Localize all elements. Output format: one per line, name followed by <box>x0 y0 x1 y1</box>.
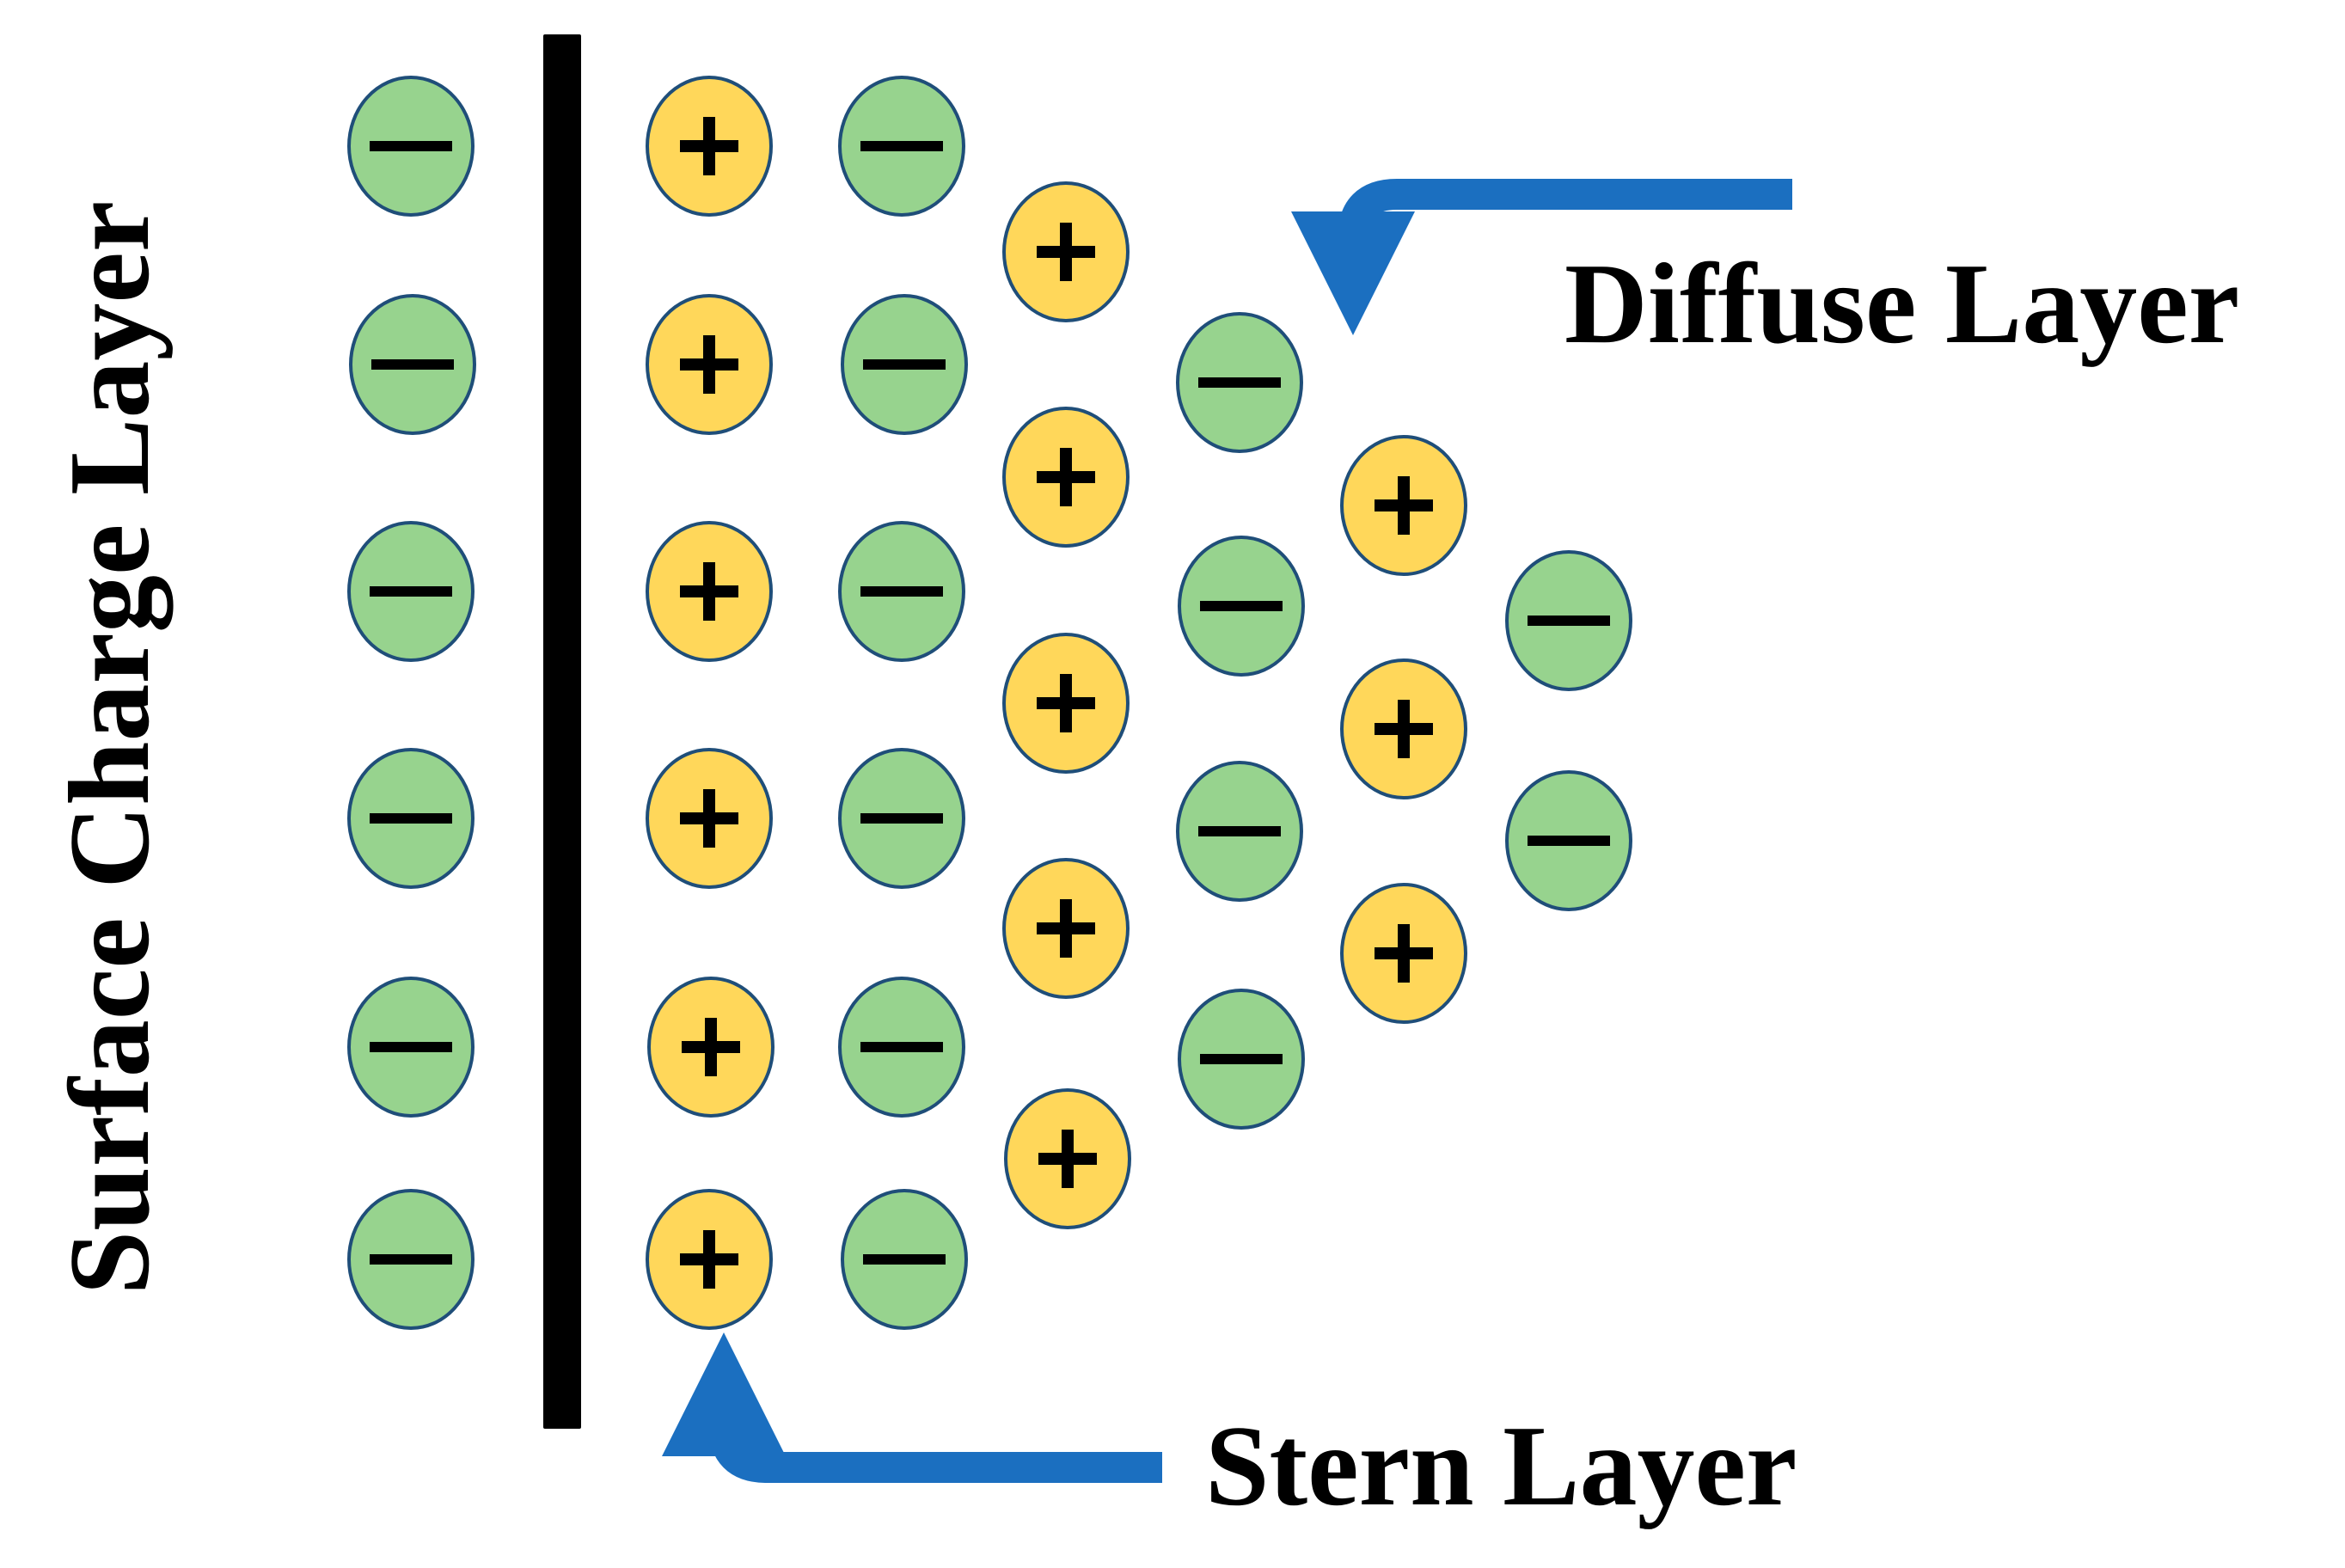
minus-sign-icon <box>1528 836 1610 846</box>
plus-sign-icon <box>1398 476 1410 535</box>
minus-sign-icon <box>370 1042 452 1052</box>
plus-sign-icon <box>1060 223 1072 281</box>
positive-ion <box>646 294 773 435</box>
negative-ion <box>838 748 965 889</box>
plus-sign-icon <box>1060 448 1072 506</box>
positive-ion <box>646 748 773 889</box>
stern-layer-arrow <box>662 1332 1162 1483</box>
negative-ion <box>1176 761 1303 902</box>
diffuse-layer-arrow <box>1291 179 1792 335</box>
plus-sign-icon <box>1060 674 1072 732</box>
minus-sign-icon <box>1528 616 1610 626</box>
plus-sign-icon <box>703 335 715 394</box>
negative-ion <box>349 294 476 435</box>
minus-sign-icon <box>371 359 454 370</box>
plus-sign-icon <box>703 1230 715 1289</box>
positive-ion <box>646 521 773 662</box>
positive-ion <box>1340 658 1467 799</box>
negative-ion <box>347 76 475 217</box>
positive-ion <box>1340 883 1467 1024</box>
diffuse-layer-label: Diffuse Layer <box>1564 240 2239 367</box>
minus-sign-icon <box>863 359 946 370</box>
minus-sign-icon <box>370 586 452 597</box>
negative-ion <box>841 294 968 435</box>
positive-ion <box>1002 181 1130 322</box>
plus-sign-icon <box>703 117 715 175</box>
negative-ion <box>1178 989 1305 1130</box>
minus-sign-icon <box>1200 1054 1283 1064</box>
plus-sign-icon <box>1060 899 1072 958</box>
positive-ion <box>1002 633 1130 774</box>
plus-sign-icon <box>1062 1130 1074 1188</box>
minus-sign-icon <box>370 1254 452 1265</box>
plus-sign-icon <box>705 1018 717 1076</box>
positive-ion <box>646 1189 773 1330</box>
negative-ion <box>1178 536 1305 677</box>
minus-sign-icon <box>860 141 943 151</box>
negative-ion <box>347 521 475 662</box>
positive-ion <box>1002 858 1130 999</box>
minus-sign-icon <box>1200 601 1283 611</box>
surface-charge-layer-label: Surface Charge Layer <box>46 201 174 1295</box>
negative-ion <box>347 748 475 889</box>
minus-sign-icon <box>860 813 943 824</box>
ions-group <box>347 76 1632 1330</box>
plus-sign-icon <box>703 562 715 621</box>
plus-sign-icon <box>1398 924 1410 983</box>
negative-ion <box>347 977 475 1118</box>
positive-ion <box>647 977 775 1118</box>
positive-ion <box>646 76 773 217</box>
stern-layer-label: Stern Layer <box>1205 1402 1797 1529</box>
minus-sign-icon <box>370 813 452 824</box>
plus-sign-icon <box>703 789 715 848</box>
minus-sign-icon <box>860 586 943 597</box>
minus-sign-icon <box>863 1254 946 1265</box>
positive-ion <box>1004 1088 1131 1229</box>
negative-ion <box>838 76 965 217</box>
minus-sign-icon <box>1198 826 1281 836</box>
minus-sign-icon <box>860 1042 943 1052</box>
plus-sign-icon <box>1398 700 1410 758</box>
negative-ion <box>1505 550 1632 691</box>
negative-ion <box>347 1189 475 1330</box>
charged-surface-wall <box>543 34 581 1429</box>
negative-ion <box>838 521 965 662</box>
negative-ion <box>838 977 965 1118</box>
negative-ion <box>1505 770 1632 911</box>
positive-ion <box>1002 407 1130 548</box>
negative-ion <box>1176 312 1303 453</box>
negative-ion <box>841 1189 968 1330</box>
positive-ion <box>1340 435 1467 576</box>
minus-sign-icon <box>370 141 452 151</box>
minus-sign-icon <box>1198 377 1281 388</box>
